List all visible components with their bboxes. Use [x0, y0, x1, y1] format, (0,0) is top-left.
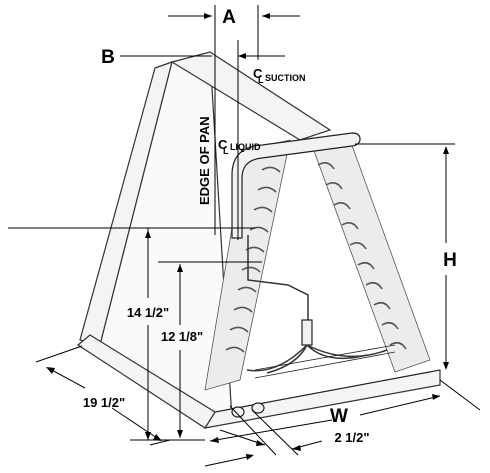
- label-a: A: [222, 7, 236, 28]
- label-edge-of-pan: EDGE OF PAN: [197, 116, 212, 205]
- label-cl-liquid-l: L: [223, 146, 229, 156]
- dimension-labels: A B H W EDGE OF PAN C L SUCTION C L LIQU…: [83, 7, 457, 445]
- label-19-1-2: 19 1/2": [83, 395, 125, 410]
- label-h: H: [443, 250, 457, 271]
- label-12-1-8: 12 1/8": [161, 329, 203, 344]
- label-cl-liquid: LIQUID: [230, 142, 261, 152]
- label-w: W: [330, 406, 348, 427]
- label-cl-suction-l: L: [258, 75, 264, 85]
- right-coil-tubes: [317, 161, 407, 350]
- label-14-1-2: 14 1/2": [127, 305, 169, 320]
- label-cl-suction: SUCTION: [265, 73, 306, 83]
- label-cl-suction-c: C: [253, 66, 263, 81]
- label-cl-liquid-c: C: [218, 137, 228, 152]
- drain-port-1: [231, 406, 245, 418]
- left-coil-tubes: [225, 166, 281, 353]
- distributor: [301, 319, 313, 346]
- liquid-line: [247, 235, 309, 345]
- drain-port-2: [251, 402, 265, 414]
- coil-unit-illustration: [76, 51, 441, 429]
- right-coil-slab: [309, 139, 431, 373]
- label-b: B: [101, 47, 115, 68]
- label-2-1-2: 2 1/2": [334, 430, 369, 445]
- dimension-lines: [8, 5, 481, 467]
- suction-header-pipe: [231, 132, 361, 239]
- top-plate: [170, 51, 332, 141]
